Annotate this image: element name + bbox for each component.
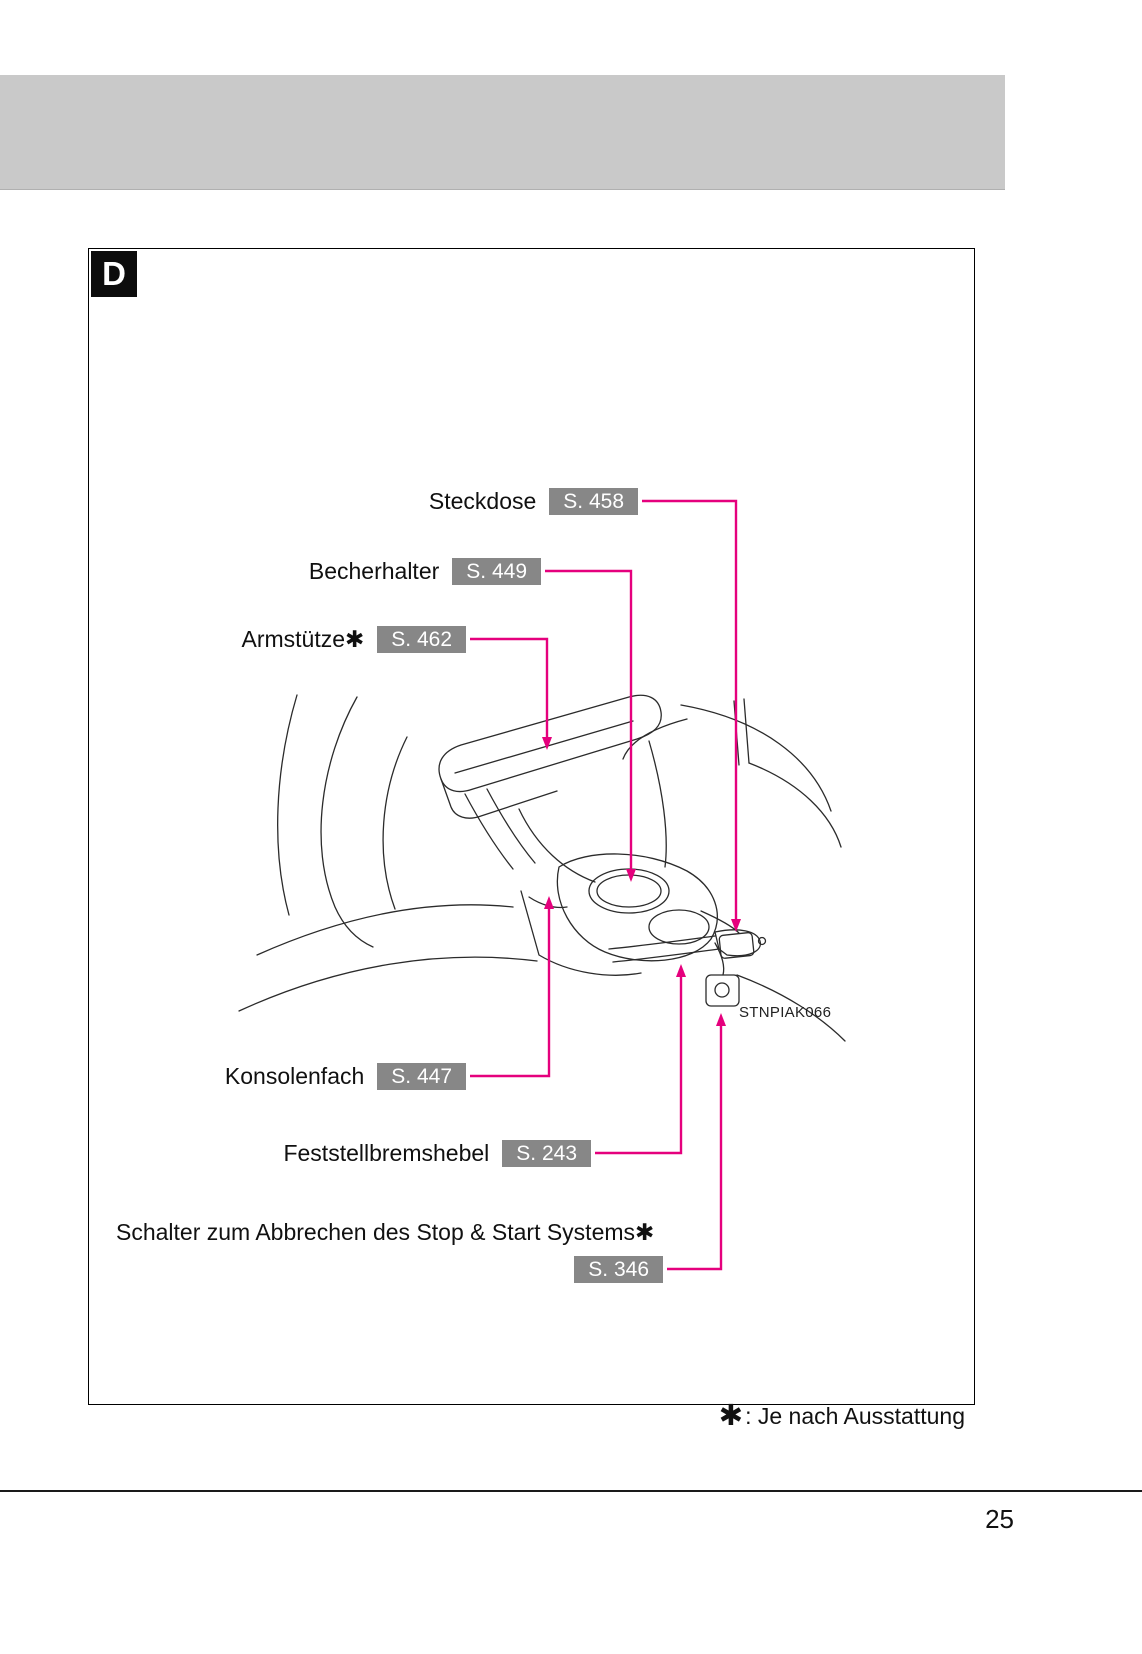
callout-stop-start-ref: S. 346	[574, 1256, 663, 1283]
section-header-band	[0, 75, 1005, 190]
callout-connectors	[470, 499, 741, 1271]
callout-label: Steckdose	[428, 488, 537, 514]
callout-becherhalter: Becherhalter S. 449	[309, 558, 541, 585]
console-illustration	[238, 499, 846, 1271]
callout-stop-start-label: Schalter zum Abbrechen des Stop & Start …	[116, 1219, 655, 1245]
illustration-code: STNPIAK066	[739, 1004, 832, 1021]
page-number: 25	[985, 1504, 1014, 1534]
footnote-asterisk: ✱	[718, 1400, 744, 1432]
callout-steckdose: Steckdose S. 458	[429, 488, 638, 515]
diagram-frame: D	[88, 248, 975, 1405]
page-ref-badge: S. 243	[502, 1140, 591, 1167]
callout-label: Becherhalter	[308, 558, 440, 584]
page-ref-badge: S. 462	[377, 626, 466, 653]
callout-label: Konsolenfach	[224, 1063, 365, 1089]
callout-armstuetze: Armstütze✱ S. 462	[241, 626, 466, 653]
callout-label: Armstütze✱	[241, 626, 365, 652]
console-line-art	[238, 694, 846, 1042]
callout-konsolenfach: Konsolenfach S. 447	[225, 1063, 466, 1090]
page-ref-badge: S. 458	[549, 488, 638, 515]
callout-feststellbremshebel: Feststellbremshebel S. 243	[283, 1140, 591, 1167]
page-ref-badge: S. 447	[377, 1063, 466, 1090]
section-letter-badge: D	[91, 251, 137, 297]
page-ref-badge: S. 346	[574, 1256, 663, 1283]
footnote-text: : Je nach Ausstattung	[745, 1403, 965, 1429]
footnote: ✱ : Je nach Ausstattung	[718, 1400, 965, 1432]
footer-rule	[0, 1490, 1142, 1492]
page-ref-badge: S. 449	[452, 558, 541, 585]
callout-label: Feststellbremshebel	[283, 1140, 490, 1166]
